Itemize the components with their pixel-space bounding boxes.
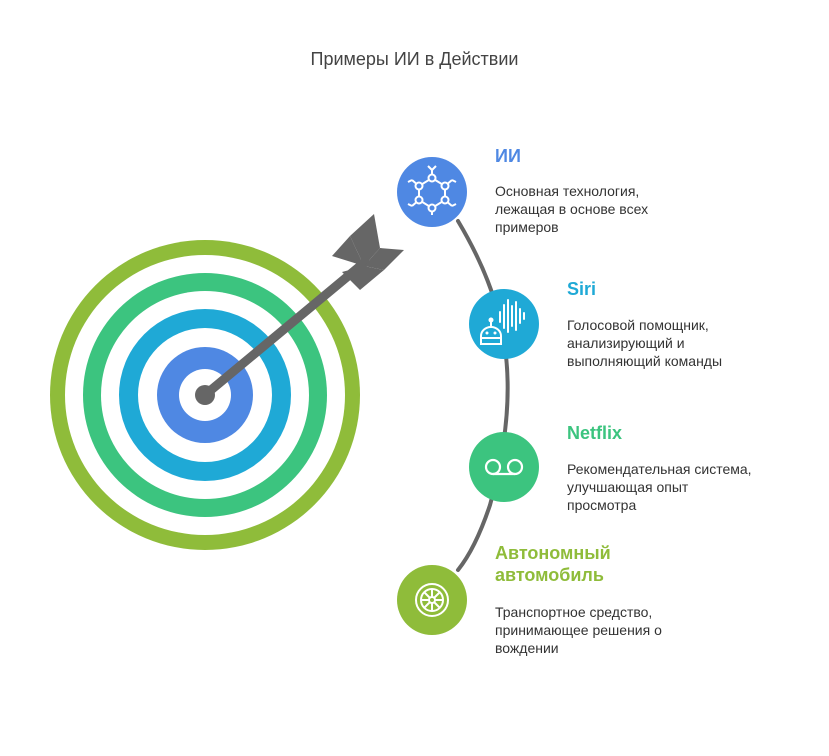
node-car [397, 565, 467, 635]
item-title-car: Автономный автомобиль [495, 543, 611, 585]
connector-line [456, 219, 510, 572]
node-netflix [469, 432, 539, 502]
item-title-netflix: Netflix [567, 423, 623, 443]
wheel-icon [415, 583, 449, 617]
item-title-siri: Siri [567, 279, 597, 299]
node-ai [397, 157, 467, 227]
item-description-siri: Голосовой помощник, анализирующий и выпо… [567, 317, 723, 369]
voice-assistant-icon [480, 299, 525, 345]
node-siri [469, 289, 539, 359]
item-description-car: Транспортное средство, принимающее решен… [495, 604, 662, 656]
item-description-ai: Основная технология, лежащая в основе вс… [495, 183, 649, 235]
item-description-netflix: Рекомендательная система, улучшающая опы… [567, 461, 752, 513]
item-title-ai: ИИ [495, 146, 521, 166]
page-title: Примеры ИИ в Действии [310, 49, 519, 69]
tape-icon [484, 458, 524, 476]
arrow-icon [195, 214, 404, 405]
